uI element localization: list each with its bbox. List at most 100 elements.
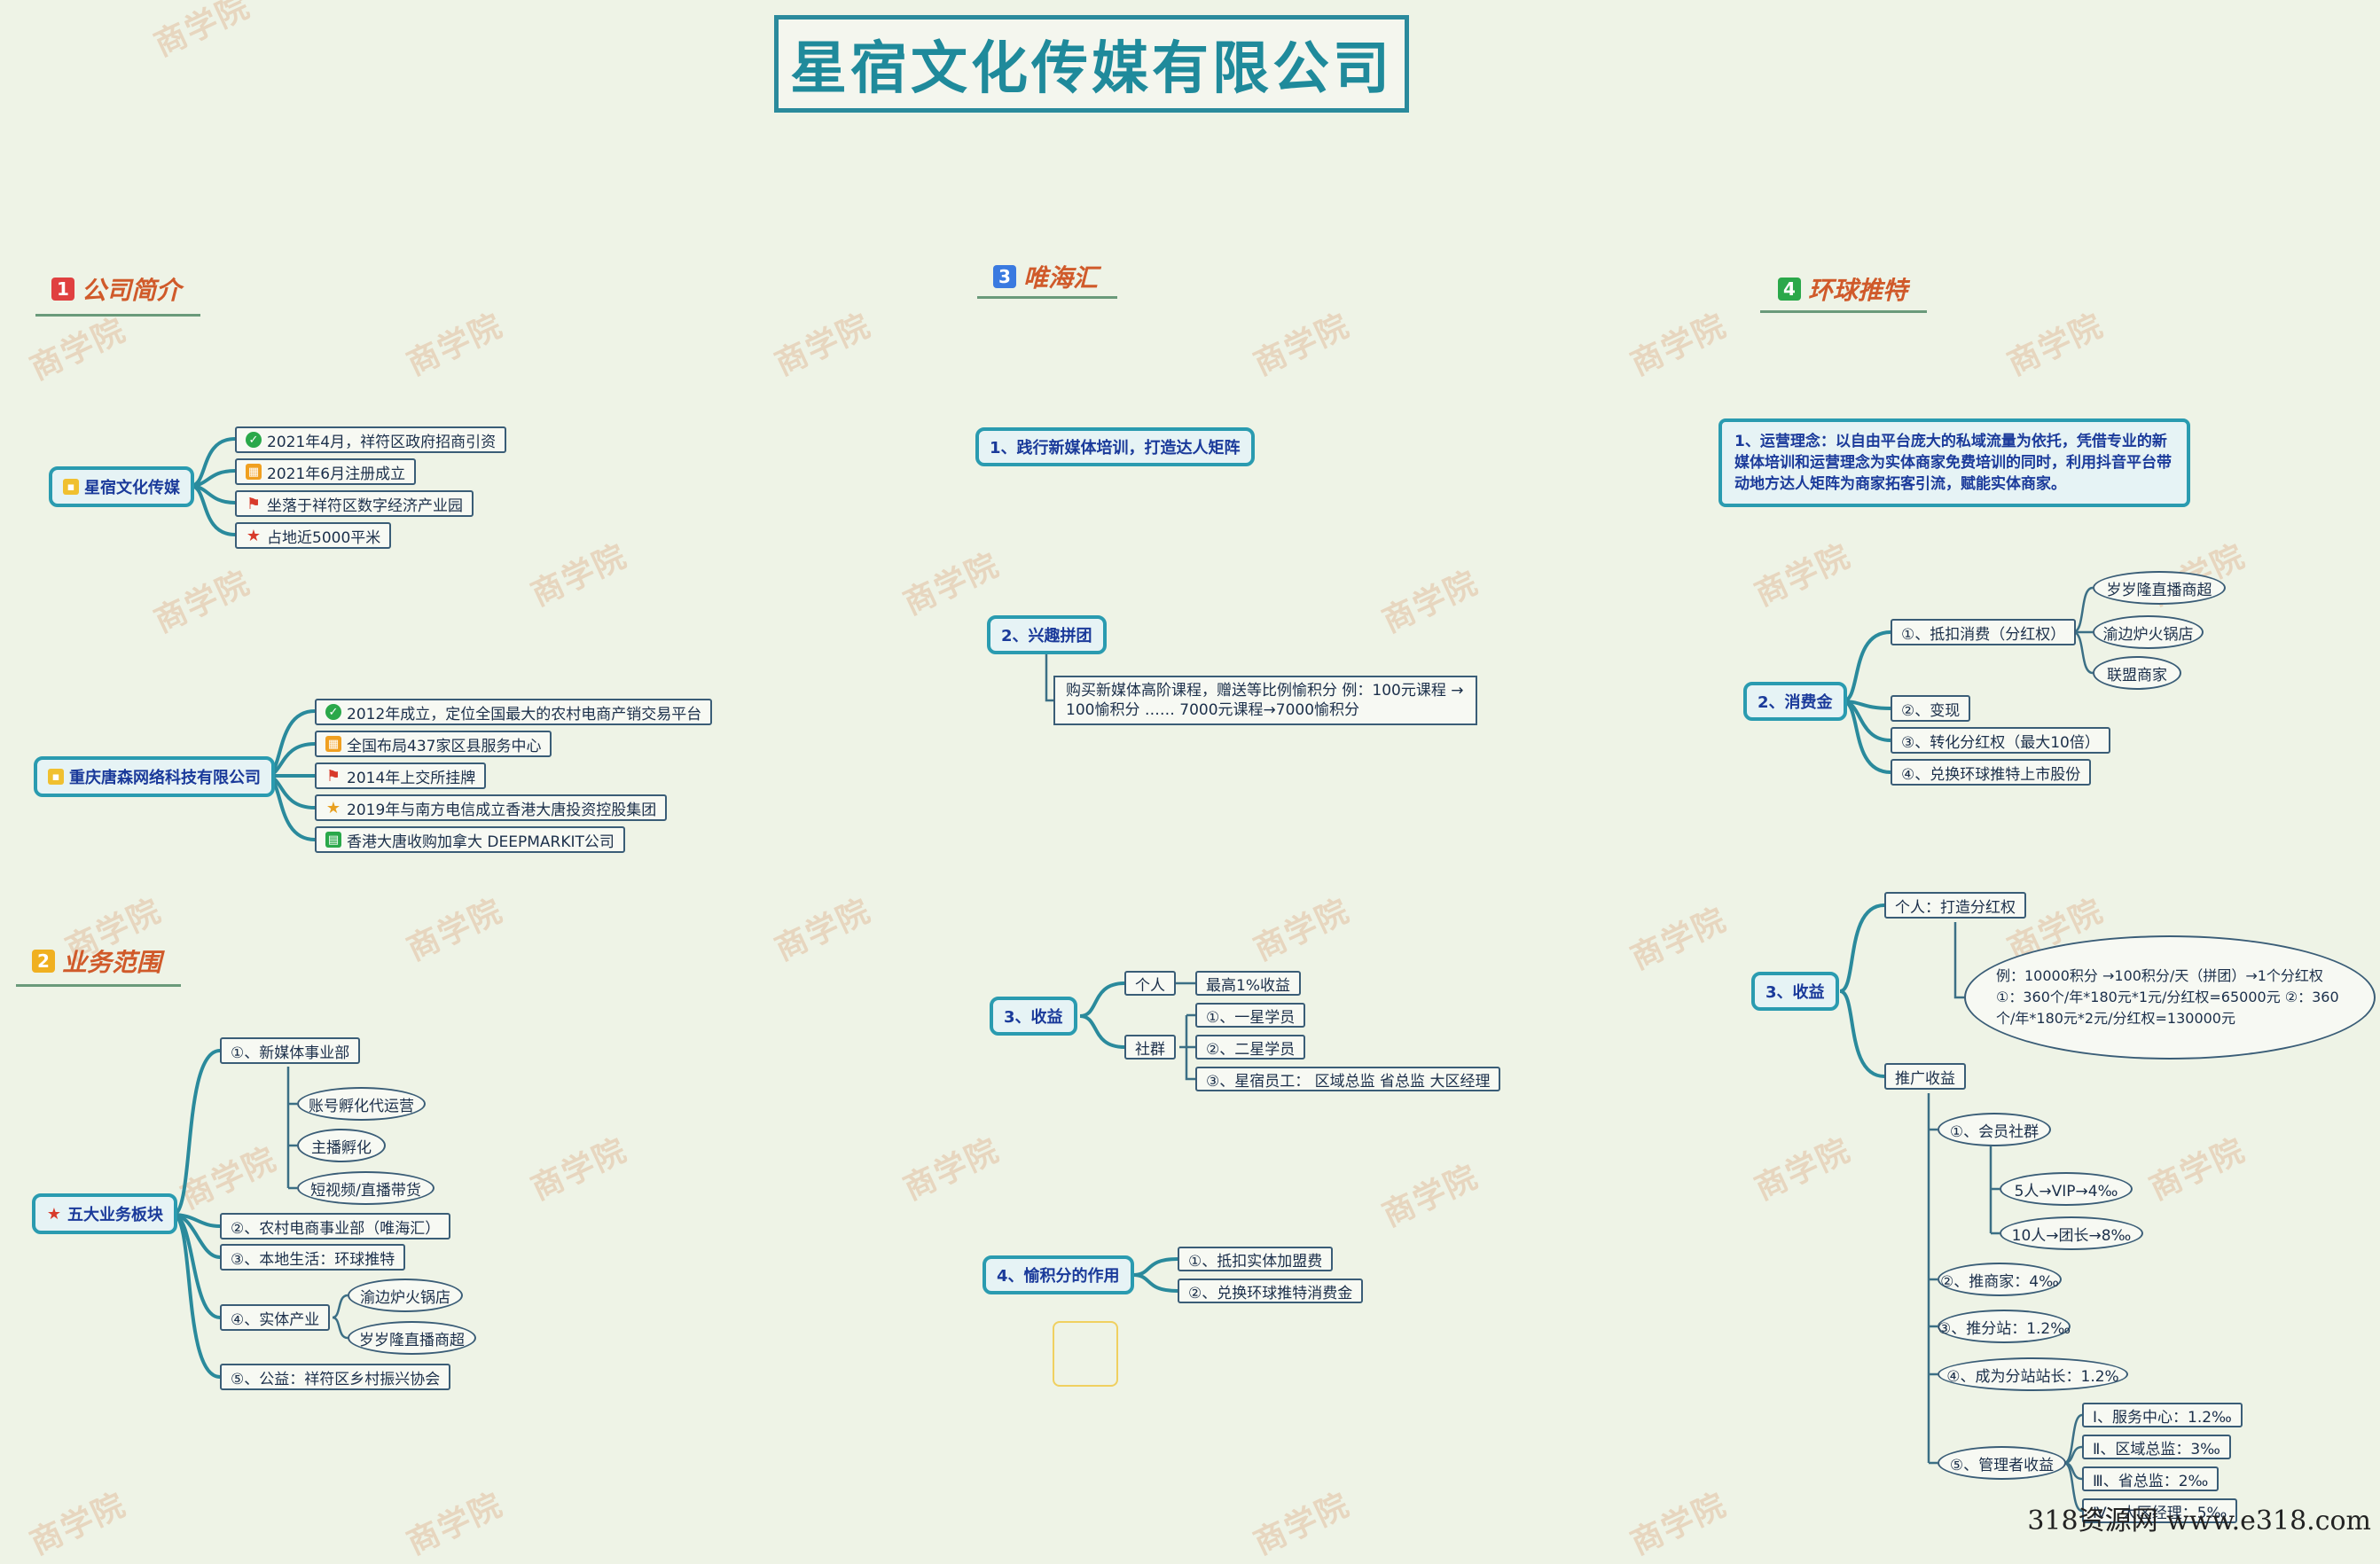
weihai-node-points[interactable]: 4、愉积分的作用 xyxy=(983,1255,1134,1294)
node-label: 3、收益 xyxy=(1765,983,1825,1002)
intro-item[interactable]: ★2019年与南方电信成立香港大唐投资控股集团 xyxy=(315,794,668,821)
business-item[interactable]: ①、新媒体事业部 xyxy=(220,1037,361,1064)
intro-item[interactable]: ▤香港大唐收购加拿大 DEEPMARKIT公司 xyxy=(315,826,625,853)
node-label: ②、变现 xyxy=(1901,701,1961,720)
intro-item[interactable]: ▦2021年6月注册成立 xyxy=(235,458,417,485)
weihai-node-groupbuy[interactable]: 2、兴趣拼团 xyxy=(987,615,1107,654)
section-header-global: 4 环球推特 xyxy=(1778,271,1907,307)
global-consumption-item[interactable]: ③、转化分红权（最大10倍） xyxy=(1891,727,2110,754)
weihai-groupbuy-detail[interactable]: 购买新媒体高阶课程，赠送等比例愉积分 例：100元课程 → 100愉积分 …… … xyxy=(1053,676,1477,725)
weihai-points-item[interactable]: ②、兑换环球推特消费金 xyxy=(1178,1279,1364,1303)
node-label: ②、兑换环球推特消费金 xyxy=(1188,1284,1353,1302)
calendar-icon: ▦ xyxy=(325,736,341,752)
page-title-box: 星宿文化传媒有限公司 xyxy=(774,15,1409,113)
global-node-consumption[interactable]: 2、消费金 xyxy=(1743,682,1847,721)
node-label: 例：10000积分 →100积分/天（拼团）→1个分红权 ①：360个/年*18… xyxy=(1996,967,2339,1027)
intro-item[interactable]: ⚑坐落于祥符区数字经济产业园 xyxy=(235,490,474,517)
global-income-promo[interactable]: 推广收益 xyxy=(1884,1063,1966,1090)
global-promo-item[interactable]: ④、成为分站站长：1.2% xyxy=(1938,1357,2128,1391)
section-title: 业务范围 xyxy=(62,948,162,977)
global-promo-item[interactable]: ①、会员社群 xyxy=(1938,1113,2051,1146)
section-number-badge: 4 xyxy=(1778,278,1801,301)
check-icon: ✓ xyxy=(246,432,262,448)
weihai-group-item[interactable]: ①、一星学员 xyxy=(1195,1003,1306,1028)
business-subitem[interactable]: 渝边炉火锅店 xyxy=(348,1279,463,1312)
intro-root-xingxiu[interactable]: ▪ 星宿文化传媒 xyxy=(49,466,194,507)
weihai-node-income[interactable]: 3、收益 xyxy=(990,997,1077,1036)
business-item[interactable]: ④、实体产业 xyxy=(220,1304,331,1331)
global-node-income[interactable]: 3、收益 xyxy=(1751,972,1839,1011)
business-item[interactable]: ②、农村电商事业部（唯海汇） xyxy=(220,1213,451,1239)
node-label: 星宿文化传媒 xyxy=(84,479,180,497)
section-underline xyxy=(16,984,181,987)
global-promo-item[interactable]: ⑤、管理者收益 xyxy=(1938,1446,2066,1480)
node-label: ②、推商家：4‰ xyxy=(1940,1272,2059,1291)
business-item[interactable]: ③、本地生活：环球推特 xyxy=(220,1244,406,1271)
node-label: 2、兴趣拼团 xyxy=(1001,627,1092,645)
weihai-group-item[interactable]: ③、星宿员工： 区域总监 省总监 大区经理 xyxy=(1195,1067,1501,1091)
global-manager-item[interactable]: Ⅰ、服务中心：1.2‰ xyxy=(2082,1403,2243,1427)
global-merchant-item[interactable]: 联盟商家 xyxy=(2093,656,2181,690)
intro-item[interactable]: ⚑2014年上交所挂牌 xyxy=(315,762,487,789)
section-underline xyxy=(1760,310,1927,313)
node-label: ③、星宿员工： 区域总监 省总监 大区经理 xyxy=(1206,1072,1491,1091)
global-consumption-item[interactable]: ②、变现 xyxy=(1891,695,1971,722)
business-item[interactable]: ⑤、公益：祥符区乡村振兴协会 xyxy=(220,1364,451,1390)
business-subitem[interactable]: 岁岁隆直播商超 xyxy=(348,1321,476,1355)
weihai-income-personal-detail[interactable]: 最高1%收益 xyxy=(1195,971,1301,996)
global-manager-item[interactable]: Ⅳ、大区经理：5‰ xyxy=(2082,1498,2238,1523)
business-root[interactable]: ★ 五大业务板块 xyxy=(32,1193,177,1234)
section-number-badge: 1 xyxy=(51,278,74,301)
section-title: 唯海汇 xyxy=(1023,263,1099,293)
weihai-income-group[interactable]: 社群 xyxy=(1124,1035,1176,1060)
node-label: 5人→VIP→4‰ xyxy=(2014,1182,2118,1200)
global-promo-item[interactable]: ③、推分站：1.2‰ xyxy=(1938,1310,2071,1343)
node-label: 3、收益 xyxy=(1004,1008,1063,1027)
star-icon: ★ xyxy=(325,798,341,817)
weihai-node-training[interactable]: 1、践行新媒体培训，打造达人矩阵 xyxy=(975,427,1255,466)
business-subitem[interactable]: 短视频/直播带货 xyxy=(297,1171,435,1205)
node-label: 10人→团长→8‰ xyxy=(2011,1226,2132,1245)
node-label: ①、抵扣实体加盟费 xyxy=(1188,1252,1323,1271)
node-label: ④、实体产业 xyxy=(231,1310,320,1329)
node-label: ③、本地生活：环球推特 xyxy=(231,1250,395,1269)
node-label: 购买新媒体高阶课程，赠送等比例愉积分 例：100元课程 → 100愉积分 …… … xyxy=(1066,682,1464,719)
intro-root-tangsen[interactable]: ▪ 重庆唐森网络科技有限公司 xyxy=(34,756,275,797)
weihai-income-personal[interactable]: 个人 xyxy=(1124,971,1176,996)
weihai-points-item[interactable]: ①、抵扣实体加盟费 xyxy=(1178,1247,1334,1271)
node-label: 推广收益 xyxy=(1895,1069,1955,1088)
document-icon: ▪ xyxy=(63,479,79,495)
intro-item[interactable]: ▦全国布局437家区县服务中心 xyxy=(315,731,552,757)
global-merchant-item[interactable]: 渝边炉火锅店 xyxy=(2093,615,2204,649)
section-title: 公司简介 xyxy=(82,276,182,305)
star-icon: ★ xyxy=(246,526,262,545)
global-income-example[interactable]: 例：10000积分 →100积分/天（拼团）→1个分红权 ①：360个/年*18… xyxy=(1964,935,2376,1060)
global-promo-subitem[interactable]: 5人→VIP→4‰ xyxy=(2000,1172,2133,1206)
global-promo-item[interactable]: ②、推商家：4‰ xyxy=(1938,1263,2062,1296)
node-label: 最高1%收益 xyxy=(1206,976,1290,995)
business-subitem[interactable]: 主播孵化 xyxy=(297,1129,386,1162)
intro-item[interactable]: ✓2012年成立，定位全国最大的农村电商产销交易平台 xyxy=(315,699,713,725)
node-label: ②、农村电商事业部（唯海汇） xyxy=(231,1219,441,1238)
global-consumption-item[interactable]: ①、抵扣消费（分红权） xyxy=(1891,619,2077,645)
global-manager-item[interactable]: Ⅱ、区域总监：3‰ xyxy=(2082,1435,2231,1459)
node-label: 联盟商家 xyxy=(2107,666,2167,684)
intro-item[interactable]: ✓2021年4月，祥符区政府招商引资 xyxy=(235,426,507,453)
check-icon: ✓ xyxy=(325,704,341,720)
document-icon: ▪ xyxy=(48,769,64,785)
global-node-philosophy[interactable]: 1、运营理念：以自由平台庞大的私域流量为依托，凭借专业的新媒体培训和运营理念为实… xyxy=(1718,418,2190,507)
weihai-group-item[interactable]: ②、二星学员 xyxy=(1195,1035,1306,1060)
node-label: 4、愉积分的作用 xyxy=(997,1267,1120,1286)
section-underline xyxy=(977,296,1117,299)
node-label: ⑤、管理者收益 xyxy=(1949,1456,2055,1474)
node-label: 五大业务板块 xyxy=(67,1206,163,1224)
business-subitem[interactable]: 账号孵化代运营 xyxy=(297,1087,426,1121)
global-manager-item[interactable]: Ⅲ、省总监：2‰ xyxy=(2082,1466,2220,1491)
global-consumption-item[interactable]: ④、兑换环球推特上市股份 xyxy=(1891,759,2092,786)
intro-item[interactable]: ★占地近5000平米 xyxy=(235,522,392,549)
global-income-personal[interactable]: 个人：打造分红权 xyxy=(1884,892,2026,919)
global-merchant-item[interactable]: 岁岁隆直播商超 xyxy=(2093,571,2226,605)
flag-icon: ⚑ xyxy=(246,494,262,513)
global-promo-subitem[interactable]: 10人→团长→8‰ xyxy=(2000,1216,2143,1250)
